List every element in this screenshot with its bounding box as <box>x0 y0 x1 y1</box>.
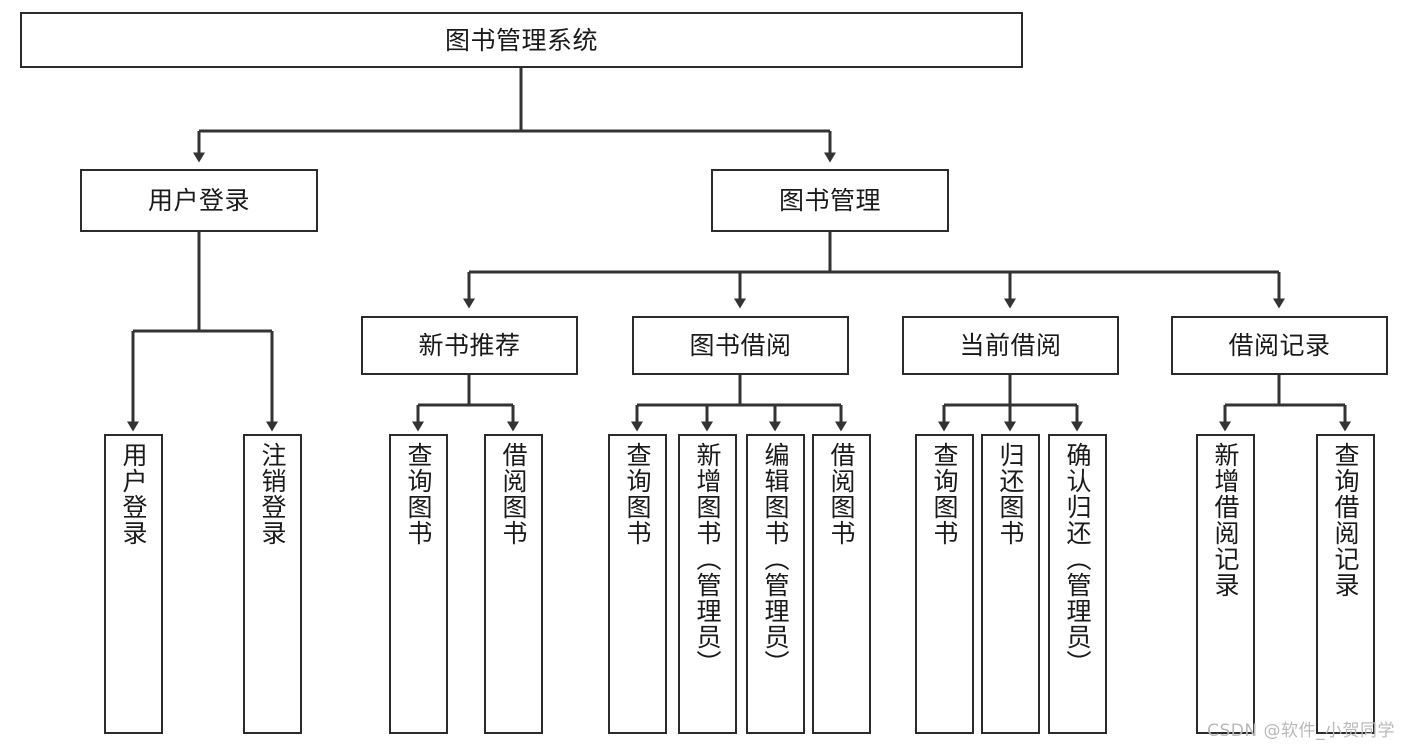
leaf-confirm-return[interactable]: 确认归还（管理员） <box>1048 434 1107 734</box>
leaf-query-book-3[interactable]: 查询图书 <box>915 434 974 734</box>
leaf-query-borrow-record[interactable]: 查询借阅记录 <box>1316 434 1375 734</box>
node-label: 图书借阅 <box>689 331 792 360</box>
node-label: 借阅图书 <box>499 442 528 546</box>
leaf-logout-login[interactable]: 注销登录 <box>243 434 302 734</box>
node-label: 当前借阅 <box>959 331 1062 360</box>
node-book-management[interactable]: 图书管理 <box>711 169 949 232</box>
leaf-query-book-2[interactable]: 查询图书 <box>608 434 667 734</box>
node-label: 新增借阅记录 <box>1211 442 1240 598</box>
node-label: 确认归还（管理员） <box>1063 442 1092 676</box>
leaf-add-book[interactable]: 新增图书（管理员） <box>678 434 737 734</box>
node-current-borrow[interactable]: 当前借阅 <box>902 316 1119 375</box>
leaf-edit-book[interactable]: 编辑图书（管理员） <box>746 434 805 734</box>
node-label: 新增图书（管理员） <box>693 442 722 676</box>
leaf-add-borrow-record[interactable]: 新增借阅记录 <box>1196 434 1255 734</box>
node-label: 查询借阅记录 <box>1331 442 1360 598</box>
leaf-return-book[interactable]: 归还图书 <box>981 434 1040 734</box>
node-label: 归还图书 <box>996 442 1025 546</box>
node-user-login[interactable]: 用户登录 <box>80 169 318 232</box>
leaf-query-book-1[interactable]: 查询图书 <box>389 434 448 734</box>
node-root-system[interactable]: 图书管理系统 <box>20 12 1023 68</box>
node-label: 注销登录 <box>258 442 287 546</box>
node-borrow-record[interactable]: 借阅记录 <box>1171 316 1388 375</box>
leaf-borrow-book-2[interactable]: 借阅图书 <box>812 434 871 734</box>
node-label: 图书管理系统 <box>444 25 598 55</box>
csdn-watermark: CSDN @软件_小贺同学 <box>1207 721 1395 741</box>
node-label: 编辑图书（管理员） <box>761 442 790 676</box>
node-label: 查询图书 <box>930 442 959 546</box>
node-book-borrow[interactable]: 图书借阅 <box>632 316 849 375</box>
node-label: 用户登录 <box>147 186 250 215</box>
node-label: 借阅图书 <box>827 442 856 546</box>
node-label: 用户登录 <box>119 442 148 546</box>
node-label: 图书管理 <box>778 186 881 215</box>
node-label: 查询图书 <box>623 442 652 546</box>
leaf-user-login[interactable]: 用户登录 <box>104 434 163 734</box>
node-label: 借阅记录 <box>1228 331 1331 360</box>
leaf-borrow-book-1[interactable]: 借阅图书 <box>484 434 543 734</box>
node-label: 查询图书 <box>404 442 433 546</box>
node-new-book-recommend[interactable]: 新书推荐 <box>361 316 578 375</box>
node-label: 新书推荐 <box>418 331 521 360</box>
